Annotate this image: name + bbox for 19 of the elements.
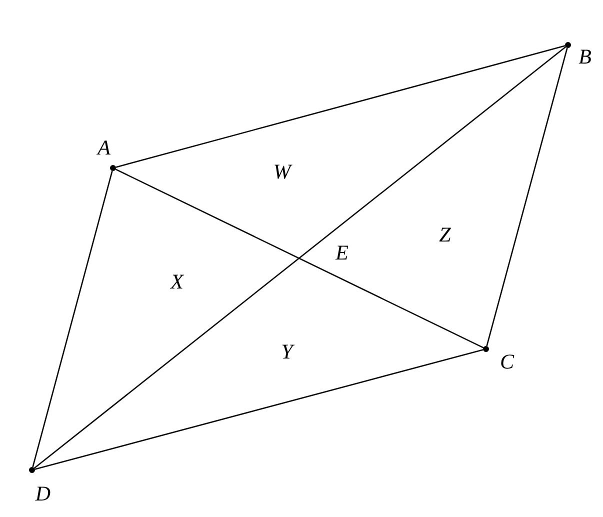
region-label: Y xyxy=(281,342,293,362)
point-label: B xyxy=(578,46,592,68)
point-label: C xyxy=(500,352,514,372)
line-segment xyxy=(116,45,566,168)
point-dot xyxy=(29,467,35,473)
line-segment xyxy=(34,349,484,470)
point-label: D xyxy=(35,484,51,504)
region-label: W xyxy=(273,162,291,182)
region-label: X xyxy=(170,272,184,292)
point-dot xyxy=(483,346,489,352)
line-segment xyxy=(115,168,484,348)
point-label: A xyxy=(98,138,110,158)
line-segment xyxy=(32,170,113,468)
point-label: E xyxy=(336,242,348,264)
point-dot xyxy=(565,42,571,48)
line-segment xyxy=(486,48,568,346)
region-label: Z xyxy=(439,224,451,246)
line-segment xyxy=(34,46,566,469)
point-dot xyxy=(110,165,116,171)
